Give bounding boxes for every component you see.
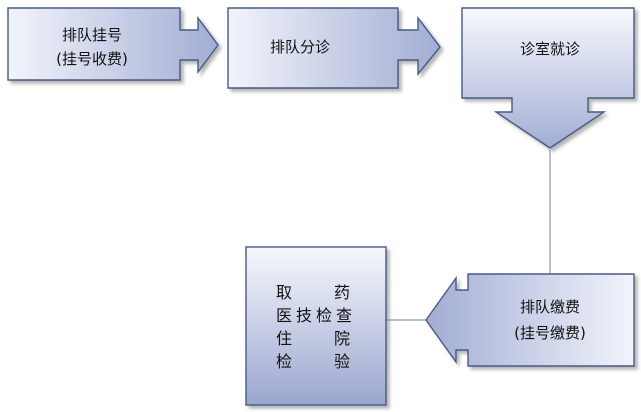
- queue-register-node: 排队挂号 (挂号收费): [7, 7, 219, 81]
- consultation-node: 诊室就诊: [461, 7, 635, 149]
- outcome-row-1-right: 药: [334, 283, 350, 302]
- consultation-label: 诊室就诊: [520, 40, 580, 58]
- queue-register-label: 排队挂号: [62, 26, 122, 44]
- outcome-row-1-left: 取: [276, 283, 292, 302]
- queue-payment-label: 排队缴费: [520, 298, 580, 316]
- outcomes-shape: [245, 246, 387, 406]
- consultation-shape: [461, 7, 635, 149]
- queue-triage-label: 排队分诊: [270, 38, 330, 56]
- outcome-row-3-right: 院: [334, 329, 350, 348]
- queue-triage-shape: [227, 7, 441, 89]
- queue-payment-node: 排队缴费 (挂号缴费): [425, 273, 635, 367]
- queue-payment-sublabel: (挂号缴费): [514, 324, 586, 342]
- outcome-row-3-left: 住: [276, 329, 292, 348]
- queue-payment-shape: [425, 273, 635, 367]
- queue-register-sublabel: (挂号收费): [56, 50, 128, 68]
- queue-register-shape: [7, 7, 219, 81]
- outcomes-node: 取 药 医技检查 住 院 检 验: [245, 246, 387, 406]
- outcome-row-4-left: 检: [276, 352, 292, 371]
- queue-triage-node: 排队分诊: [227, 7, 441, 89]
- outcome-row-4-right: 验: [334, 352, 350, 371]
